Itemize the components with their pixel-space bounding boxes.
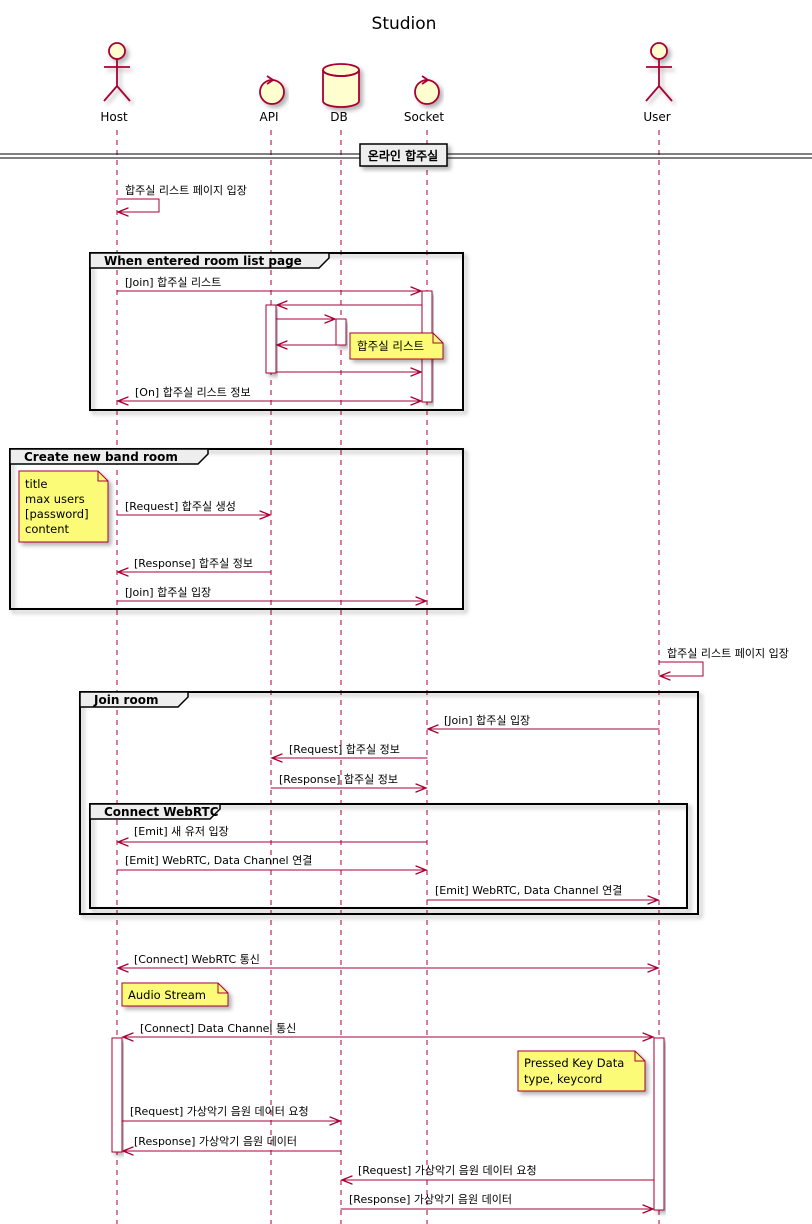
message-label: [Response] 가상악기 음원 데이터 xyxy=(134,1135,297,1148)
message-label: [Request] 합주실 생성 xyxy=(125,500,236,513)
divider-label: 온라인 합주실 xyxy=(368,148,438,163)
group-label: Join room xyxy=(93,693,158,707)
diagram-title: Studion xyxy=(372,14,437,34)
control-icon xyxy=(414,75,440,105)
group-frame-room-list: When entered room list page xyxy=(89,252,464,411)
participant-socket: Socket xyxy=(404,75,444,124)
message-label: [On] 합주실 리스트 정보 xyxy=(135,386,251,399)
message-arrow: [Emit] WebRTC, Data Channel 연결 xyxy=(116,854,428,875)
database-icon xyxy=(322,63,360,108)
message-label: 합주실 리스트 페이지 입장 xyxy=(667,647,789,660)
participant-label: User xyxy=(643,110,670,124)
message-arrow: [Emit] WebRTC, Data Channel 연결 xyxy=(426,884,660,905)
message-label: [Response] 가상악기 음원 데이터 xyxy=(349,1193,512,1206)
message-label: [Request] 가상악기 음원 데이터 요청 xyxy=(130,1105,309,1118)
message-arrow: [Join] 합주실 입장 xyxy=(116,586,428,606)
message-arrow: [Request] 합주실 생성 xyxy=(116,500,272,520)
message-arrow: 합주실 리스트 페이지 입장 xyxy=(658,647,789,681)
message-arrow: 합주실 리스트 페이지 입장 xyxy=(116,184,247,217)
note-pressed-key: Pressed Key Data type, keycord xyxy=(517,1050,646,1092)
participant-user: User xyxy=(643,42,673,124)
message-arrow: [Request] 합주실 정보 xyxy=(270,743,428,763)
participant-api: API xyxy=(259,75,285,124)
group-frame-join-room: Join room xyxy=(79,691,699,915)
group-frame-create-room: Create new band room xyxy=(9,448,464,610)
actor-icon xyxy=(645,42,673,102)
actor-icon xyxy=(103,42,131,102)
message-label: [Join] 합주실 리스트 xyxy=(125,276,221,289)
message-arrow: [Response] 가상악기 음원 데이터 xyxy=(121,1135,342,1156)
activation-bar-user xyxy=(653,1037,665,1211)
message-arrow: [Response] 가상악기 음원 데이터 xyxy=(340,1193,655,1214)
message-label: [Connect] Data Channel 통신 xyxy=(140,1022,296,1035)
note-line: Pressed Key Data xyxy=(524,1056,624,1070)
participant-host: Host xyxy=(100,42,131,124)
section-divider: 온라인 합주실 xyxy=(0,143,812,167)
note-text: Audio Stream xyxy=(128,988,206,1002)
message-label: [Emit] 새 유저 입장 xyxy=(134,825,229,838)
message-arrow xyxy=(275,314,337,324)
message-arrow: [Join] 합주실 입장 xyxy=(426,714,660,734)
group-label: When entered room list page xyxy=(104,254,302,268)
message-arrow xyxy=(275,300,423,310)
message-label: [Response] 합주실 정보 xyxy=(134,557,253,570)
activation-bar-db xyxy=(335,318,347,346)
group-label: Create new band room xyxy=(24,450,178,464)
note-line: max users xyxy=(25,492,85,506)
message-label: [Response] 합주실 정보 xyxy=(279,773,398,786)
activation-bar-host xyxy=(111,1037,123,1153)
group-label: Connect WebRTC xyxy=(104,805,219,819)
message-arrow: [On] 합주실 리스트 정보 xyxy=(116,386,423,406)
note-room-fields: title max users [password] content xyxy=(18,470,109,543)
message-arrow xyxy=(275,367,423,377)
message-arrow xyxy=(275,340,337,350)
message-arrow: [Response] 합주실 정보 xyxy=(270,773,428,793)
participant-db: DB xyxy=(322,63,360,124)
message-label: [Join] 합주실 입장 xyxy=(444,714,530,727)
message-label: [Emit] WebRTC, Data Channel 연결 xyxy=(435,884,622,897)
note-text: 합주실 리스트 xyxy=(357,339,424,353)
message-arrow: [Request] 가상악기 음원 데이터 요청 xyxy=(340,1164,655,1185)
participant-label: DB xyxy=(330,110,347,124)
note-line: [password] xyxy=(25,507,89,521)
message-label: 합주실 리스트 페이지 입장 xyxy=(125,184,247,197)
participant-label: API xyxy=(260,110,279,124)
message-label: [Join] 합주실 입장 xyxy=(125,586,211,599)
note-audio-stream: Audio Stream xyxy=(121,982,229,1007)
message-arrow: [Emit] 새 유저 입장 xyxy=(116,825,428,847)
message-label: [Request] 합주실 정보 xyxy=(289,743,400,756)
message-arrow: [Request] 가상악기 음원 데이터 요청 xyxy=(121,1105,342,1126)
participant-label: Socket xyxy=(404,110,444,124)
note-line: type, keycord xyxy=(524,1072,602,1086)
participant-label: Host xyxy=(100,110,128,124)
activation-bar-api xyxy=(265,304,277,374)
message-arrow: [Connect] Data Channel 통신 xyxy=(121,1022,655,1042)
message-arrow: [Connect] WebRTC 통신 xyxy=(116,953,660,973)
message-label: [Request] 가상악기 음원 데이터 요청 xyxy=(358,1164,537,1177)
message-arrow: [Join] 합주실 리스트 xyxy=(116,276,423,296)
message-label: [Emit] WebRTC, Data Channel 연결 xyxy=(125,854,312,867)
note-line: content xyxy=(25,522,70,536)
group-frame-connect-webrtc: Connect WebRTC xyxy=(89,803,688,909)
message-arrow: [Response] 합주실 정보 xyxy=(116,557,272,577)
note-line: title xyxy=(25,477,47,491)
messages: 합주실 리스트 페이지 입장 [Join] 합주실 리스트 xyxy=(116,184,789,1214)
message-label: [Connect] WebRTC 통신 xyxy=(134,953,260,966)
note-room-list: 합주실 리스트 xyxy=(349,332,444,360)
control-icon xyxy=(259,75,285,105)
